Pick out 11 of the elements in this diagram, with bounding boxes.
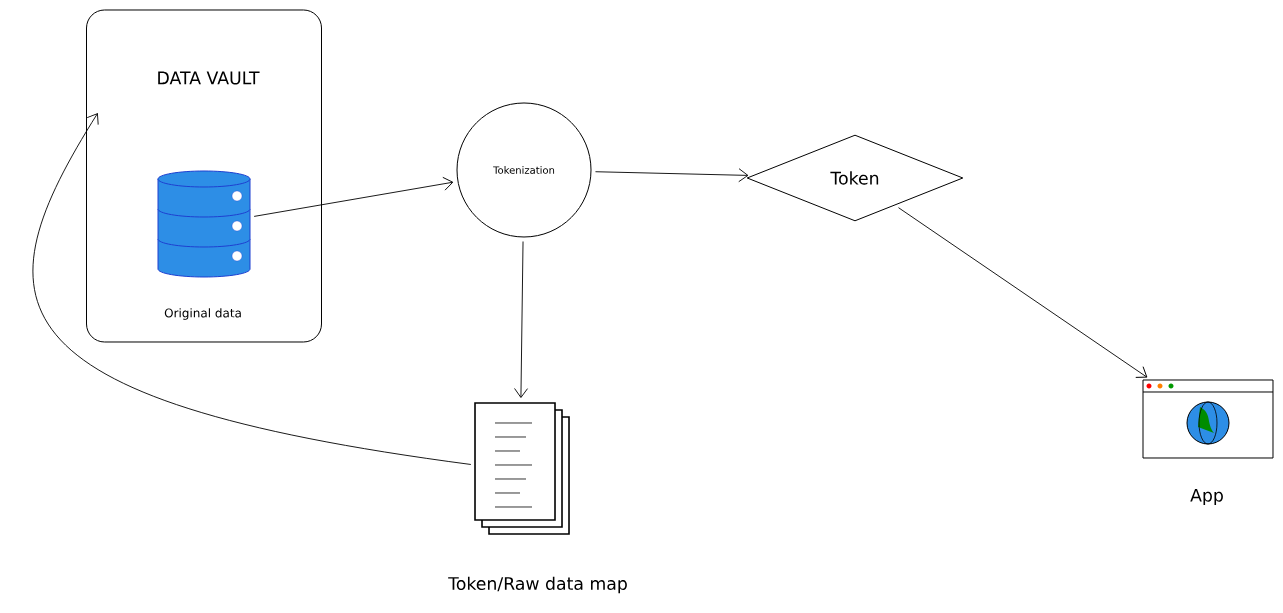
browser-window-icon bbox=[1142, 379, 1274, 459]
database-icon bbox=[157, 170, 251, 278]
arrow bbox=[514, 241, 528, 398]
arrow bbox=[595, 168, 749, 183]
arrow bbox=[32, 113, 472, 465]
arrow bbox=[898, 207, 1148, 378]
node-label: Original data bbox=[164, 308, 241, 320]
node-label: App bbox=[1190, 488, 1223, 506]
document-stack-icon bbox=[474, 402, 570, 535]
node-label: Token/Raw data map bbox=[448, 576, 627, 594]
arrow bbox=[253, 176, 454, 217]
